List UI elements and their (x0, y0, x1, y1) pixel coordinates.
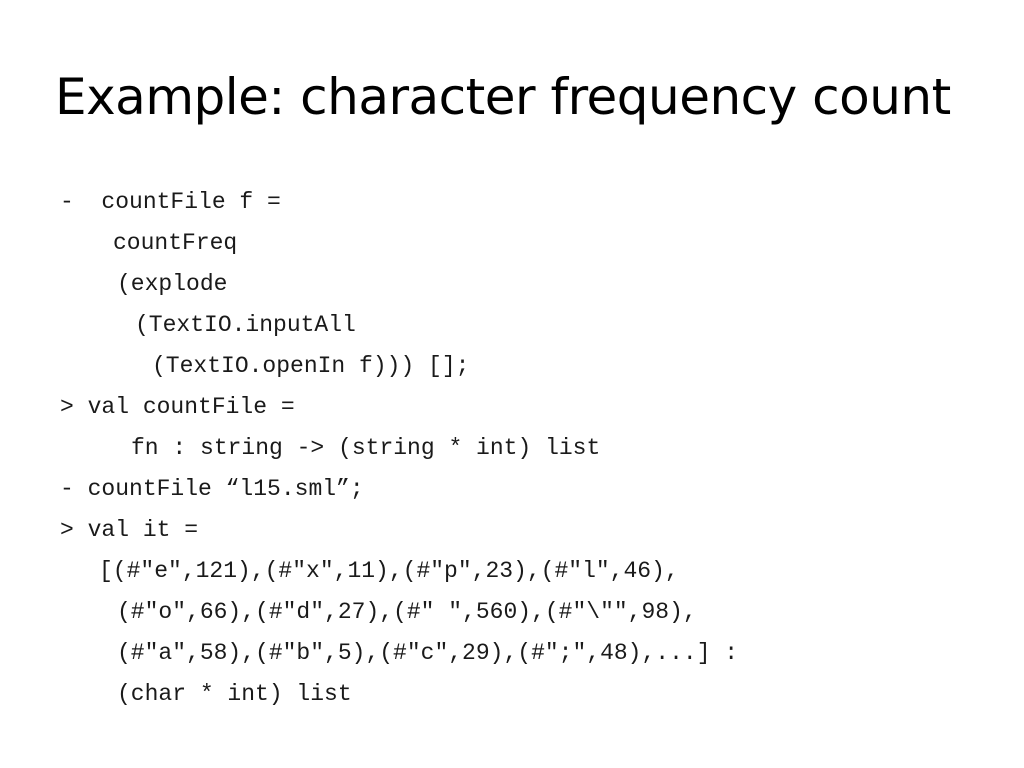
code-line: > val it = (60, 517, 199, 543)
code-line: > val countFile = (60, 394, 295, 420)
code-line: [(#"e",121),(#"x",11),(#"p",23),(#"l",46… (99, 558, 679, 584)
code-line: (#"o",66),(#"d",27),(#" ",560),(#"\"",98… (117, 599, 697, 625)
code-line: (char * int) list (117, 681, 352, 707)
code-line: (TextIO.openIn f))) []; (152, 353, 470, 379)
code-line: countFreq (113, 230, 238, 256)
code-line: - countFile f = (60, 189, 281, 215)
code-line: (TextIO.inputAll (135, 312, 356, 338)
code-line: (#"a",58),(#"b",5),(#"c",29),(#";",48),.… (117, 640, 739, 666)
code-line: - countFile “l15.sml”; (60, 476, 364, 502)
code-line: fn : string -> (string * int) list (131, 435, 601, 461)
slide-title: Example: character frequency count (55, 68, 951, 126)
code-line: (explode (117, 271, 228, 297)
